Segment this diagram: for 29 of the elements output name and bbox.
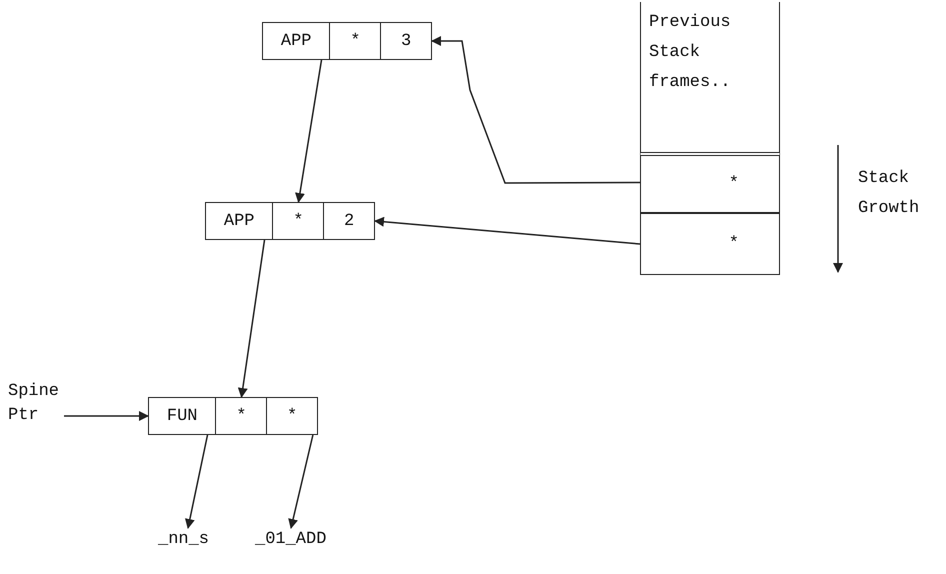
arrow bbox=[238, 240, 266, 398]
pointer-mark: * bbox=[728, 234, 739, 254]
arrow bbox=[431, 36, 640, 184]
arrow bbox=[295, 60, 322, 203]
cell-field: APP bbox=[263, 23, 330, 59]
arrow bbox=[64, 411, 149, 421]
cell-field: * bbox=[330, 23, 382, 59]
heap-cell-box bbox=[148, 397, 318, 435]
cell-field: 3 bbox=[381, 23, 431, 59]
cell-field: * bbox=[273, 203, 324, 239]
heap-cell-box bbox=[262, 22, 432, 60]
cell-field: * bbox=[267, 398, 317, 434]
node-label: _01_ADD bbox=[255, 529, 326, 551]
arrow bbox=[184, 434, 208, 529]
cell-field: 2 bbox=[324, 203, 374, 239]
node-label: _nn_s bbox=[158, 529, 210, 551]
stack-slot-box bbox=[640, 213, 780, 275]
arrow bbox=[288, 434, 314, 529]
arrow bbox=[374, 216, 640, 245]
node-label: Spine Ptr bbox=[8, 381, 60, 427]
stack-frame-text: Previous Stack frames.. bbox=[649, 12, 732, 94]
axis-label: Stack Growth bbox=[858, 168, 920, 220]
heap-cell-box bbox=[205, 202, 375, 240]
cell-field: * bbox=[216, 398, 268, 434]
pointer-mark: * bbox=[728, 174, 739, 194]
stack-frame-box bbox=[640, 2, 780, 152]
cell-field: APP bbox=[206, 203, 274, 239]
cell-field: FUN bbox=[149, 398, 216, 434]
stack-slot-box bbox=[640, 152, 780, 213]
